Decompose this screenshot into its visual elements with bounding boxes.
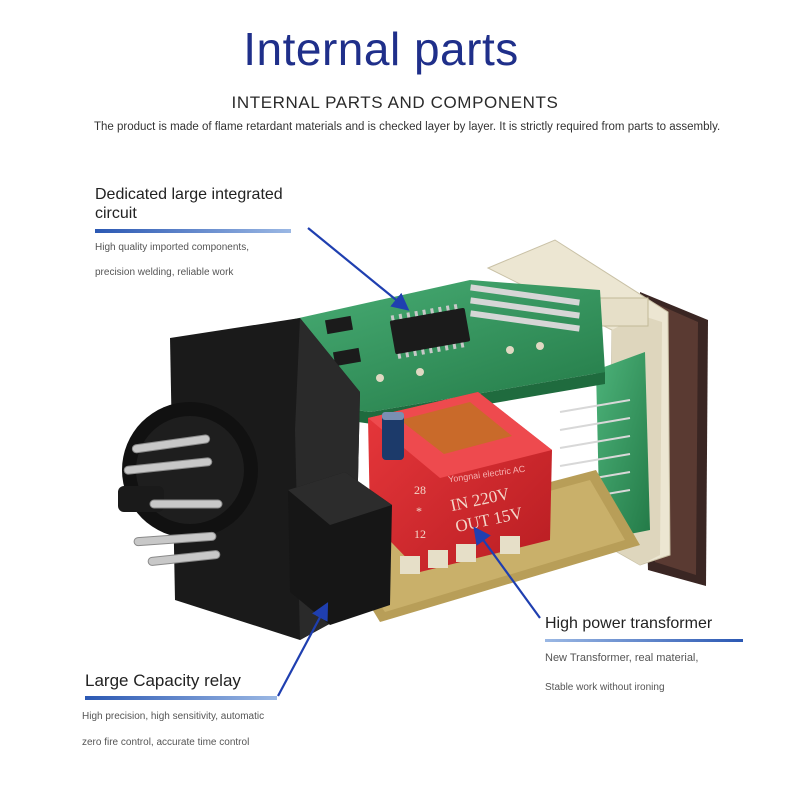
page-subtitle: INTERNAL PARTS AND COMPONENTS xyxy=(231,93,559,112)
transformer-callout: High power transformer New Transformer, … xyxy=(545,614,775,694)
ic-callout-line1: High quality imported components, xyxy=(95,242,249,253)
relay-callout-line2: zero fire control, accurate time control xyxy=(82,737,250,748)
transformer-number-bottom: 12 xyxy=(414,527,426,541)
ic-callout-title: Dedicated large integrated circuit xyxy=(95,186,283,222)
ic-callout-line2: precision welding, reliable work xyxy=(95,267,234,278)
ic-callout-arrow xyxy=(307,227,410,311)
relay-callout-arrow xyxy=(277,602,329,697)
transformer-callout-title: High power transformer xyxy=(545,615,713,632)
capacitor xyxy=(382,412,404,460)
relay-callout-line1: High precision, high sensitivity, automa… xyxy=(82,711,265,722)
page-title: Internal parts xyxy=(243,23,519,75)
relay-callout-title: Large Capacity relay xyxy=(85,671,241,690)
transformer: IN 220V OUT 15V 28 * 12 Yongnai electric… xyxy=(368,392,552,574)
page-description: The product is made of flame retardant m… xyxy=(94,121,721,133)
transformer-number-top: 28 xyxy=(414,483,426,497)
octal-pins xyxy=(118,434,223,566)
ic-callout-underline xyxy=(95,229,291,233)
relay-callout-underline xyxy=(85,696,277,700)
integrated-circuit-chip xyxy=(389,307,471,355)
transformer-callout-underline xyxy=(545,639,743,642)
transformer-callout-arrow xyxy=(473,526,541,619)
transformer-callout-line1: New Transformer, real material, xyxy=(545,652,699,664)
transformer-callout-line2: Stable work without ironing xyxy=(545,682,665,693)
relay-callout: Large Capacity relay High precision, hig… xyxy=(82,671,345,749)
ic-callout: Dedicated large integrated circuit High … xyxy=(95,185,315,279)
transformer-number-mid: * xyxy=(416,504,422,518)
relay-block xyxy=(288,472,392,625)
side-pcb xyxy=(559,352,650,540)
